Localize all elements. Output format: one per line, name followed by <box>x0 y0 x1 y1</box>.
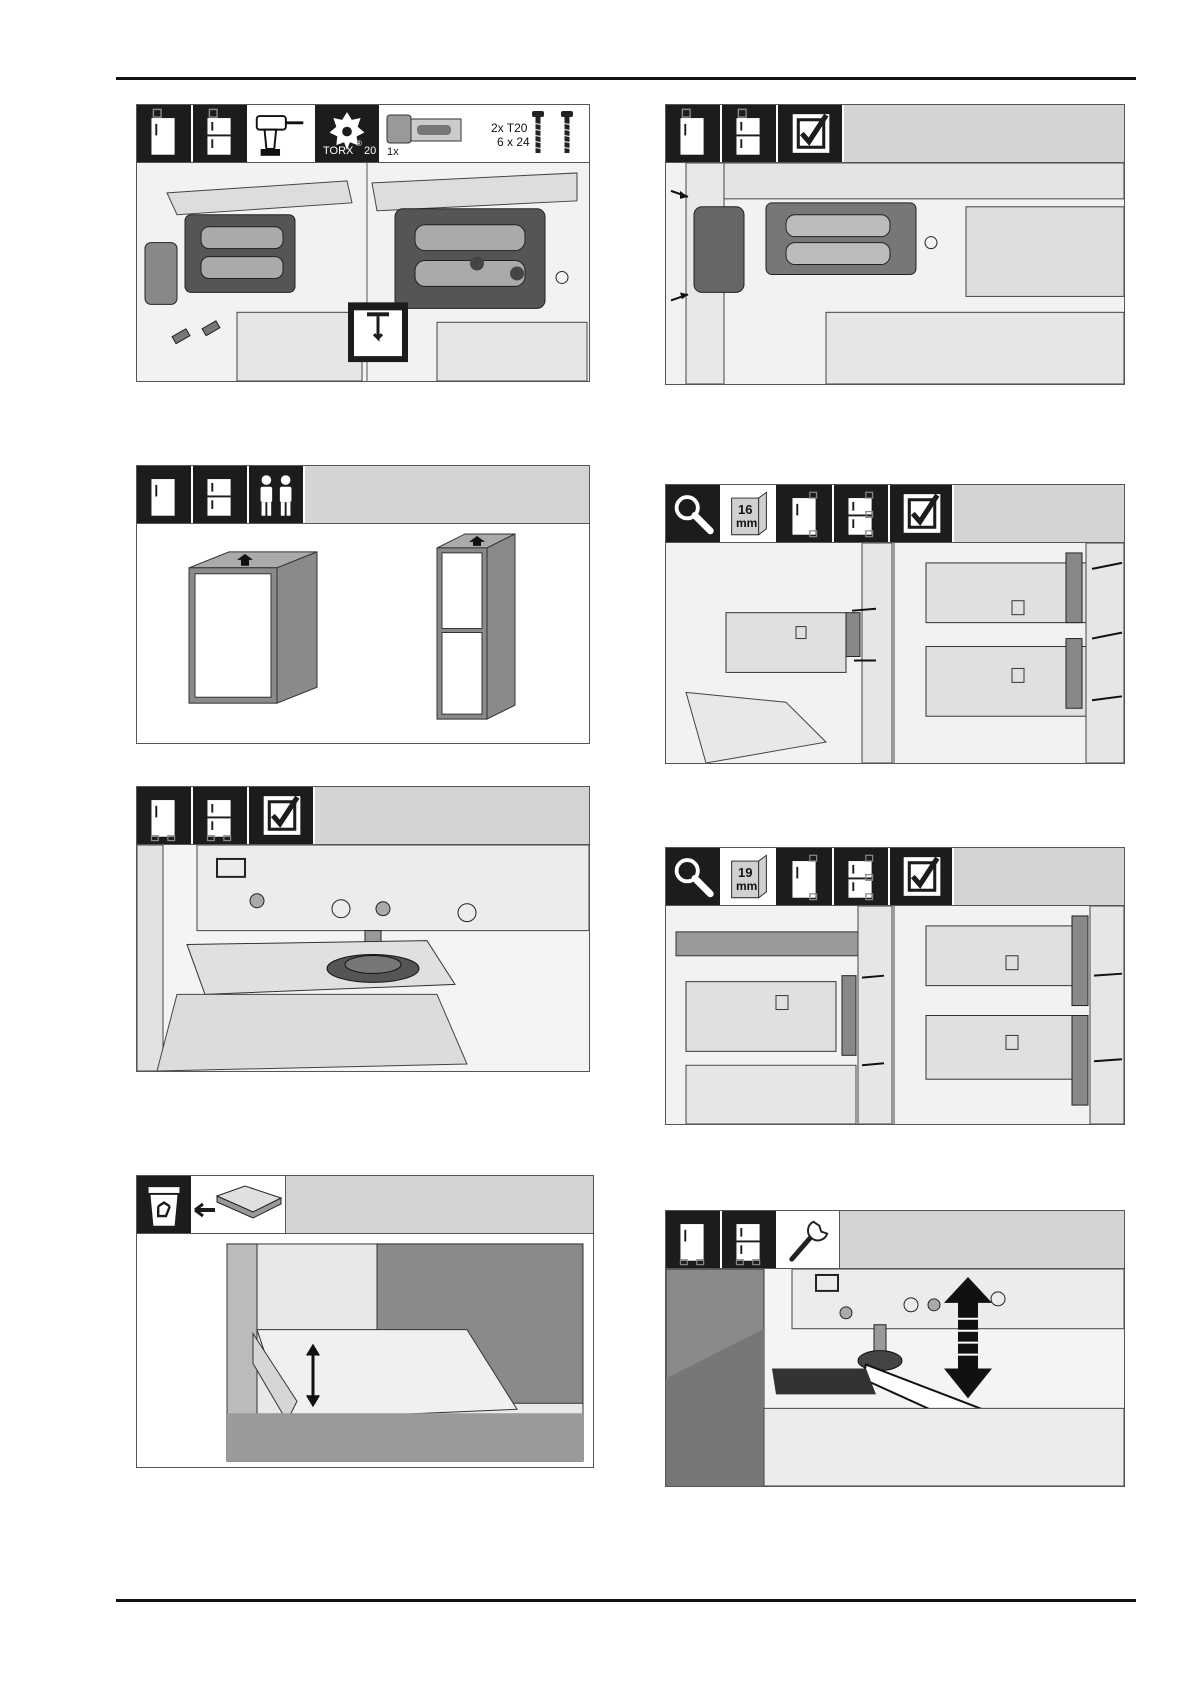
parts-area: 1x 2x T20 6 x 24 <box>381 105 589 162</box>
protection-removal-illustration <box>137 1234 593 1467</box>
fridge-single-icon <box>666 1211 722 1268</box>
fridge-single-icon <box>137 466 193 523</box>
panel-two-person-carry <box>136 465 590 744</box>
bottom-rule <box>116 1599 1136 1602</box>
magnifier-icon <box>666 848 722 905</box>
torx-label: TORX <box>323 145 353 157</box>
combi-appliance-box <box>437 534 515 719</box>
magnifier-icon <box>666 485 722 542</box>
fridge-single-icon <box>778 485 834 542</box>
niche-depth-unit: mm <box>736 879 757 893</box>
top-rule <box>116 77 1136 80</box>
screw-icon <box>561 111 573 153</box>
foot-adjust-illustration <box>666 1269 1124 1486</box>
hinge-19mm-illustration <box>666 906 1124 1124</box>
door-part-illustration <box>137 163 589 381</box>
panel-hinge-check-19mm: 19 mm <box>665 847 1125 1125</box>
fridge-combi-icon <box>193 787 249 844</box>
fridge-combi-icon <box>722 1211 778 1268</box>
foot-check-illustration <box>137 845 589 1071</box>
protection-sheet-icon <box>193 1176 286 1233</box>
checkmark-icon <box>778 105 844 162</box>
checkmark-icon <box>890 485 954 542</box>
screw-size: 6 x 24 <box>497 135 530 149</box>
recycle-bin-icon <box>137 1176 193 1233</box>
fridge-single-icon <box>137 105 193 162</box>
hinge-16mm-illustration <box>666 543 1124 763</box>
single-appliance-box <box>189 552 317 703</box>
cordless-drill-icon <box>249 105 315 162</box>
panel-header <box>137 787 589 845</box>
panel-header: 16 mm <box>666 485 1124 543</box>
niche-depth-tile: 16 mm <box>722 485 778 542</box>
fridge-combi-icon <box>834 848 890 905</box>
panel-header: TORX ® 20 1x 2x T20 <box>137 105 589 163</box>
niche-depth-tile: 19 mm <box>722 848 778 905</box>
torx-size: 20 <box>364 145 376 157</box>
panel-header <box>666 1211 1124 1269</box>
panel-check-door-part <box>665 104 1125 385</box>
panel-hinge-check-16mm: 16 mm <box>665 484 1125 764</box>
screw-depth-icon <box>348 302 408 362</box>
fridge-combi-icon <box>193 466 249 523</box>
panel-header <box>666 105 1124 163</box>
wrench-icon <box>778 1211 840 1268</box>
panel-header <box>137 466 589 524</box>
panel-remove-protection <box>136 1175 594 1468</box>
torx-reg: ® <box>356 139 362 148</box>
fridge-combi-icon <box>193 105 249 162</box>
checkmark-icon <box>249 787 315 844</box>
two-persons-icon <box>249 466 305 523</box>
fridge-single-icon <box>778 848 834 905</box>
panel-mount-door-part: TORX ® 20 1x 2x T20 <box>136 104 590 382</box>
niche-depth-unit: mm <box>736 516 757 530</box>
niche-depth-value: 16 <box>738 502 752 517</box>
door-part-check-illustration <box>666 163 1124 384</box>
panel-header: 19 mm <box>666 848 1124 906</box>
fridge-combi-icon <box>722 105 778 162</box>
niche-depth-value: 19 <box>738 865 752 880</box>
panel-adjust-foot <box>665 1210 1125 1487</box>
panel-check-foot <box>136 786 590 1072</box>
fridge-combi-icon <box>834 485 890 542</box>
screw-quantity: 2x T20 <box>491 121 527 135</box>
fridge-single-icon <box>666 105 722 162</box>
checkmark-icon <box>890 848 954 905</box>
fridge-single-icon <box>137 787 193 844</box>
part-quantity: 1x <box>387 146 399 158</box>
screw-icon <box>532 111 544 153</box>
torx-tile: TORX ® 20 <box>315 105 381 162</box>
upright-transport-illustration <box>137 524 589 743</box>
panel-header <box>137 1176 593 1234</box>
